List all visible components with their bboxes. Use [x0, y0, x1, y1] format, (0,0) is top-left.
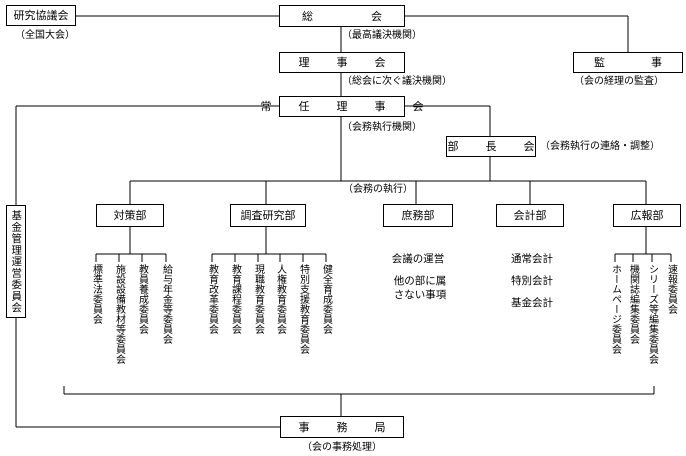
taisaku-item: 施設設備教材等委員会: [113, 264, 125, 364]
taisaku-item: 給与年金等委員会: [160, 264, 172, 344]
jonin-rijikai-note: （会務執行機関）: [342, 122, 422, 133]
taisaku-item: 標準法委員会: [90, 264, 102, 324]
jimukyoku-note: （会の事務処理）: [302, 442, 382, 453]
koho-item: 速報委員会: [665, 264, 677, 314]
kenkyu-kyogikai-note: （全国大会）: [15, 30, 75, 41]
kanji-note: （会の経理の監査）: [574, 76, 664, 87]
kikin-kanri-box: 基金管理運営委員会: [6, 205, 26, 318]
jimukyoku-box: 事 務 局: [280, 416, 404, 438]
chosa-item: 現職教育委員会: [252, 264, 264, 334]
buchokai-note: （会務執行の連絡・調整）: [540, 141, 660, 152]
kaikei-bu-box: 会計部: [496, 204, 564, 227]
jonin-rijikai-box: 常 任 理 事 会: [261, 96, 424, 117]
koho-item: シリーズ等編集委員会: [646, 264, 658, 364]
sokai-note: （最高議決機関）: [342, 30, 422, 41]
shomu-bu-box: 庶務部: [383, 204, 453, 227]
shomu-item: 他の部に属: [393, 275, 447, 287]
kaikei-item: 特別会計: [511, 275, 553, 287]
kaikei-item: 通常会計: [511, 253, 553, 265]
chosa-item: 教育課程委員会: [229, 264, 241, 334]
chosa-item: 教育改革委員会: [206, 264, 218, 334]
buchokai-box: 部 長 会: [446, 136, 536, 157]
kenkyu-kyogikai-box: 研究協議会: [6, 5, 76, 26]
koho-item: 機関誌編集委員会: [627, 264, 639, 344]
taisaku-bu-box: 対策部: [96, 204, 164, 227]
chosa-kenkyu-bu-box: 調査研究部: [230, 204, 306, 227]
rijikai-note: （総会に次ぐ議決機関）: [342, 76, 452, 87]
kaikei-item: 基金会計: [511, 297, 553, 309]
chosa-item: 特別支援教育委員会: [297, 264, 309, 354]
shomu-item: さない事項: [393, 289, 447, 301]
shomu-item: 会議の運営: [391, 253, 445, 265]
taisaku-item: 教員養成委員会: [136, 264, 148, 334]
koho-bu-box: 広報部: [613, 204, 681, 227]
shikko-note: （会務の執行）: [343, 184, 413, 195]
chosa-item: 人権教育委員会: [274, 264, 286, 334]
chosa-item: 健全育成委員会: [320, 264, 332, 334]
rijikai-box: 理 事 会: [279, 52, 405, 73]
koho-item: ホームページ委員会: [609, 264, 621, 354]
kanji-box: 監 事: [573, 52, 683, 73]
sokai-box: 総 会: [279, 5, 405, 27]
